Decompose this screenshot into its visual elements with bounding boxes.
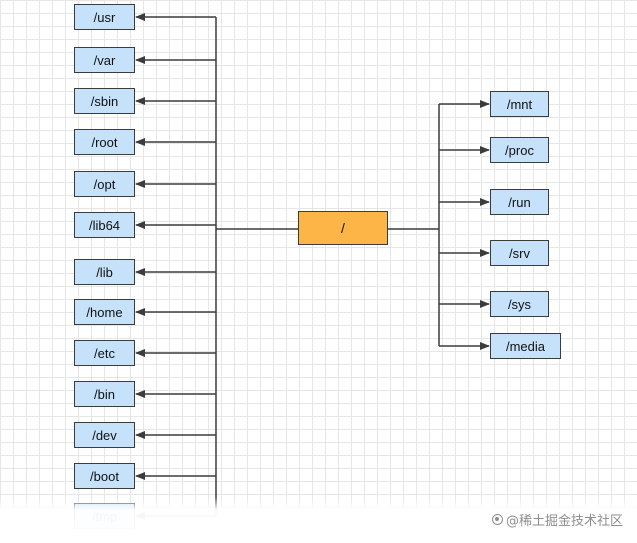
dir-etc-label: /etc xyxy=(94,345,115,361)
bottom-fade xyxy=(0,497,637,543)
dir-home-label: /home xyxy=(86,304,123,320)
dir-sbin-node[interactable]: /sbin xyxy=(74,88,135,114)
dir-opt-label: /opt xyxy=(93,176,116,192)
dir-root-node[interactable]: /root xyxy=(74,129,135,155)
dir-srv-label: /srv xyxy=(509,245,530,261)
dir-usr-label: /usr xyxy=(93,9,116,25)
dir-opt-node[interactable]: /opt xyxy=(74,171,135,197)
dir-usr-node[interactable]: /usr xyxy=(74,4,135,30)
dir-media-node[interactable]: /media xyxy=(490,333,561,359)
dir-srv-node[interactable]: /srv xyxy=(490,240,549,266)
dir-sys-node[interactable]: /sys xyxy=(490,291,549,317)
root-directory-node[interactable]: / xyxy=(298,211,388,245)
dir-var-label: /var xyxy=(93,52,116,68)
dir-lib64-node[interactable]: /lib64 xyxy=(74,212,135,238)
juejin-logo-icon xyxy=(491,514,503,525)
dir-etc-node[interactable]: /etc xyxy=(74,340,135,366)
dir-media-label: /media xyxy=(505,338,546,354)
dir-dev-node[interactable]: /dev xyxy=(74,422,135,448)
dir-lib-label: /lib xyxy=(96,264,113,280)
dir-proc-node[interactable]: /proc xyxy=(490,137,549,163)
dir-sys-label: /sys xyxy=(507,296,532,312)
dir-sbin-label: /sbin xyxy=(90,93,119,109)
dir-proc-label: /proc xyxy=(505,142,534,158)
dir-boot-label: /boot xyxy=(90,468,119,484)
dir-boot-node[interactable]: /boot xyxy=(74,463,135,489)
dir-home-node[interactable]: /home xyxy=(74,299,135,325)
dir-mnt-node[interactable]: /mnt xyxy=(490,91,549,117)
dir-lib64-label: /lib64 xyxy=(88,217,121,233)
dir-mnt-label: /mnt xyxy=(506,96,533,112)
watermark-text: @稀土掘金技术社区 xyxy=(505,514,623,529)
dir-run-label: /run xyxy=(508,194,531,210)
dir-bin-label: /bin xyxy=(94,386,115,402)
dir-bin-node[interactable]: /bin xyxy=(74,381,135,407)
watermark: @稀土掘金技术社区 xyxy=(491,510,623,529)
root-directory-label: / xyxy=(341,220,345,236)
dir-root-label: /root xyxy=(91,134,118,150)
dir-lib-node[interactable]: /lib xyxy=(74,259,135,285)
dir-var-node[interactable]: /var xyxy=(74,47,135,73)
dir-run-node[interactable]: /run xyxy=(490,189,549,215)
dir-dev-label: /dev xyxy=(92,427,117,443)
